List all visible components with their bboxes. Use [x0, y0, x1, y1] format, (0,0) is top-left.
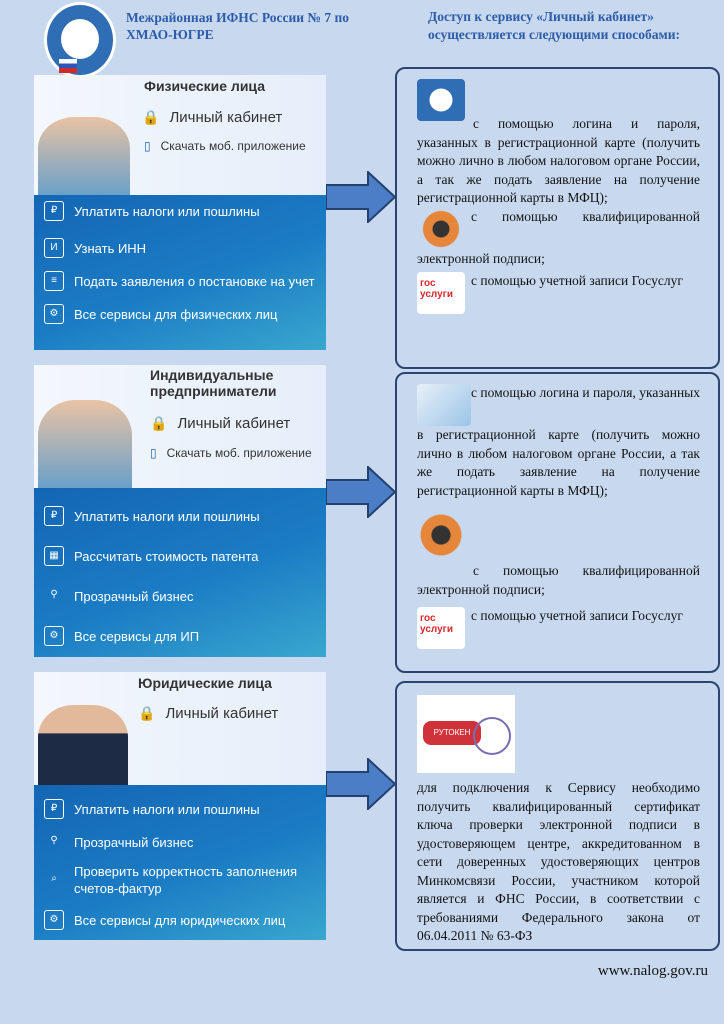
- app-link[interactable]: Скачать моб. приложение: [144, 139, 306, 153]
- search-document-icon: ⌕: [51, 873, 57, 884]
- man-laptop-photo: [38, 400, 132, 488]
- cabinet-link[interactable]: Личный кабинет: [150, 415, 290, 432]
- method-text: с помощью учетной записи Госуслуг: [471, 608, 683, 623]
- cabinet-link[interactable]: Личный кабинет: [142, 109, 282, 126]
- service-item[interactable]: ⌕Проверить корректность заполнения счето…: [44, 863, 326, 897]
- calculator-icon: ▦: [44, 546, 64, 566]
- gear-icon: ⚙: [44, 910, 64, 930]
- service-item[interactable]: ⚙Все сервисы для ИП: [44, 626, 326, 646]
- service-item[interactable]: ⚙Все сервисы для юридических лиц: [44, 910, 326, 930]
- fns-logo: [44, 2, 116, 78]
- registration-card-icon: [417, 384, 471, 426]
- methods-box-legal: РУТОКЕН для подключения к Сервису необхо…: [395, 681, 720, 951]
- panel-entrepreneurs: Индивидуальные предприниматели Личный ка…: [34, 365, 326, 657]
- panel-title: Юридические лица: [138, 675, 272, 691]
- cabinet-link[interactable]: Личный кабинет: [138, 705, 278, 722]
- method-text: с помощью квалифицированной электронной …: [417, 563, 700, 597]
- lamp-icon: ⚲: [50, 589, 58, 600]
- methods-box-individuals: с помощью логина и пароля, указанных в р…: [395, 67, 720, 369]
- access-title: Доступ к сервису «Личный кабинет» осущес…: [428, 9, 680, 42]
- e-signature-key-icon: [417, 508, 465, 562]
- app-link[interactable]: Скачать моб. приложение: [150, 446, 312, 460]
- org-title: Межрайонная ИФНС России № 7 по ХМАО-ЮГРЕ: [126, 10, 350, 42]
- e-signature-key-icon: [417, 207, 465, 250]
- arrow-right-icon: [326, 758, 396, 810]
- method-text: с помощью логина и пароля, указанных в р…: [417, 116, 700, 205]
- service-item[interactable]: ₽Уплатить налоги или пошлины: [44, 799, 326, 819]
- service-item[interactable]: ₽Уплатить налоги или пошлины: [44, 201, 326, 221]
- lamp-icon: ⚲: [50, 835, 58, 846]
- service-item[interactable]: ⚲Прозрачный бизнес: [44, 832, 326, 852]
- panel-title: Индивидуальные предприниматели: [150, 367, 277, 399]
- service-item[interactable]: ₽Уплатить налоги или пошлины: [44, 506, 326, 526]
- methods-box-entrepreneurs: с помощью логина и пароля, указанных в р…: [395, 372, 720, 673]
- payment-icon: ₽: [44, 506, 64, 526]
- gear-icon: ⚙: [44, 304, 64, 324]
- arrow-right-icon: [326, 171, 396, 223]
- businessman-photo: [38, 705, 128, 785]
- family-photo: [38, 117, 130, 195]
- method-text: с помощью квалифицированной электронной …: [417, 208, 700, 266]
- method-text: с помощью учетной записи Госуслуг: [471, 273, 683, 288]
- website-link[interactable]: www.nalog.gov.ru: [597, 963, 708, 979]
- payment-icon: ₽: [44, 201, 64, 221]
- gear-icon: ⚙: [44, 626, 64, 646]
- panel-individuals: Физические лица Личный кабинет Скачать м…: [34, 75, 326, 350]
- arrow-right-icon: [326, 466, 396, 518]
- inn-document-icon: И: [44, 238, 64, 258]
- service-item[interactable]: ⚙Все сервисы для физических лиц: [44, 304, 326, 324]
- rutoken-image: РУТОКЕН: [417, 695, 515, 773]
- panel-title: Физические лица: [144, 78, 265, 94]
- panel-legal-entities: Юридические лица Личный кабинет ₽Уплатит…: [34, 672, 326, 940]
- service-item[interactable]: ▦Рассчитать стоимость патента: [44, 546, 326, 566]
- service-item[interactable]: ⚲Прозрачный бизнес: [44, 586, 326, 606]
- fns-cabinet-icon: [417, 79, 465, 121]
- payment-icon: ₽: [44, 799, 64, 819]
- application-icon: ≡: [44, 271, 64, 291]
- method-text: для подключения к Сервису необходимо пол…: [417, 780, 700, 943]
- service-item[interactable]: ≡Подать заявления о постановке на учет: [44, 271, 326, 291]
- method-text: с помощью логина и пароля, указанных в р…: [417, 385, 700, 498]
